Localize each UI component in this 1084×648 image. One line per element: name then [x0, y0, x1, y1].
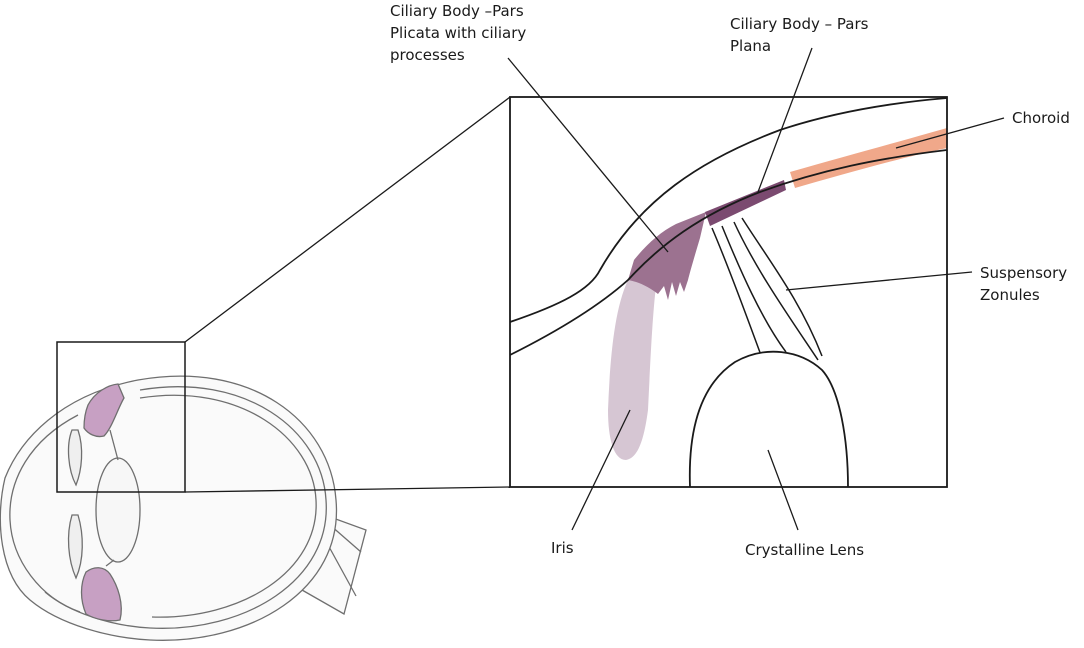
zoom-connector-top: [184, 96, 511, 343]
zoom-connector-bottom: [184, 486, 511, 493]
sclera-outer-curve: [510, 97, 947, 323]
zonule-fibre: [741, 217, 823, 357]
sclera-inner-curve: [510, 149, 947, 356]
iris-band: [608, 277, 656, 460]
pars-plicata-region: [628, 212, 706, 300]
zoom-box-small: [56, 341, 186, 493]
ciliary-lower: [80, 567, 122, 622]
leader-lens: [767, 449, 799, 531]
zoom-box-large: [509, 96, 948, 488]
label-ciliary-plana: Ciliary Body – Pars Plana: [730, 15, 869, 55]
label-suspensory-zonules: Suspensory Zonules: [980, 264, 1068, 304]
label-crystalline-lens: Crystalline Lens: [745, 541, 865, 559]
ciliary-upper: [83, 383, 125, 438]
iris-lower: [67, 514, 83, 580]
magnified-inset: [510, 97, 947, 487]
cornea: [9, 414, 81, 613]
leader-ciliary-plicata: [507, 57, 669, 253]
pars-plana-region: [705, 180, 786, 226]
leader-zonules: [785, 271, 973, 291]
label-choroid: Choroid: [1012, 109, 1070, 127]
zonule-fibre: [721, 225, 787, 353]
leader-choroid: [895, 117, 1005, 149]
label-ciliary-plicata: Ciliary Body –Pars Plicata with ciliary …: [390, 2, 527, 64]
iris-upper: [67, 429, 83, 487]
zonule-fibre: [711, 227, 763, 359]
crystalline-lens: [688, 350, 849, 487]
whole-eye: [0, 375, 367, 641]
leader-iris: [571, 409, 631, 531]
sclera-outer: [0, 375, 338, 641]
small-lens: [95, 457, 141, 563]
zonule-fibre: [733, 221, 819, 361]
leader-ciliary-plana: [757, 47, 813, 193]
sclera-inner: [44, 386, 327, 629]
choroid-band: [790, 128, 947, 188]
leader-lines: [507, 47, 1005, 531]
label-iris: Iris: [551, 539, 574, 557]
